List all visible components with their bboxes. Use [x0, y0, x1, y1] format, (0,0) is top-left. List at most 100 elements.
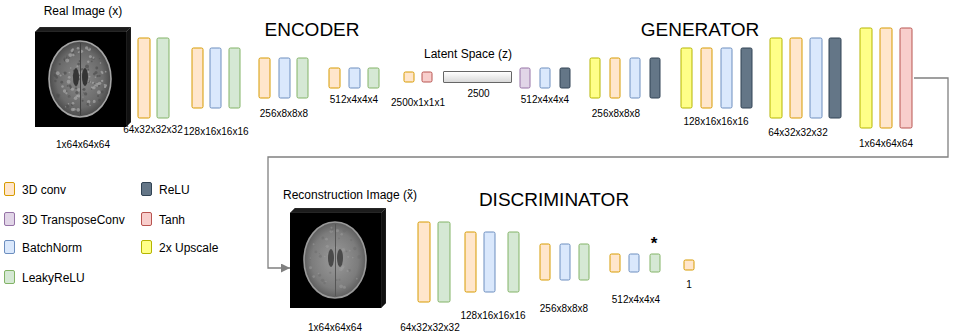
layer-block	[192, 48, 203, 108]
layer-block	[829, 38, 841, 118]
brain-texture	[87, 103, 90, 106]
dimension-label: 1	[686, 279, 692, 290]
legend-text-slot: LeakyReLU	[22, 270, 85, 285]
layer-block	[422, 72, 432, 82]
layer-block	[297, 58, 308, 98]
brain-texture	[349, 250, 351, 252]
layer-block	[465, 232, 476, 292]
brain-texture	[95, 67, 98, 70]
layer-block	[540, 68, 550, 88]
dimension-label: 2500x1x1x1	[391, 97, 445, 108]
dimension-label: 2500	[467, 88, 489, 99]
image-panel: Real Image (x)1x64x64x64	[35, 27, 131, 127]
brain-texture	[60, 74, 62, 76]
brain-texture	[341, 266, 344, 269]
brain-texture	[310, 258, 311, 259]
label-slot: 128x16x16x16	[460, 305, 525, 323]
image-caption: Reconstruction Image (x̃)	[283, 188, 417, 202]
layer-block	[259, 58, 270, 98]
label-slot: DISCRIMINATOR	[479, 189, 629, 211]
brain-texture	[68, 103, 70, 105]
brain-texture	[83, 92, 84, 93]
brain-texture	[319, 255, 322, 258]
layer-group: 1x64x64x64	[858, 26, 914, 130]
layer-block	[630, 58, 640, 98]
brain-texture	[343, 229, 346, 232]
layer-block	[210, 48, 221, 108]
image-panel: Reconstruction Image (x̃)1x64x64x64	[290, 208, 386, 308]
dimension-label: 64x32x32x32	[123, 124, 183, 135]
latent-vector: 2500	[443, 71, 512, 83]
cube-face	[35, 32, 126, 127]
brain-texture	[340, 233, 343, 236]
brain-texture	[82, 100, 83, 101]
brain-texture	[77, 94, 80, 97]
brain-texture	[61, 85, 64, 88]
brain-texture	[72, 54, 75, 57]
section-title: GENERATOR	[641, 19, 760, 40]
ventricle	[73, 68, 79, 86]
brain-texture	[57, 95, 60, 98]
layer-block	[484, 232, 495, 292]
layer-block	[138, 38, 150, 118]
brain-texture	[341, 248, 345, 252]
cube-face	[290, 213, 381, 308]
legend-text-slot: ReLU	[159, 182, 190, 197]
brain-texture	[71, 49, 74, 52]
cube-face	[126, 27, 131, 127]
brain-texture	[338, 238, 340, 240]
brain-texture	[325, 238, 328, 241]
dimension-label: 1x64x64x64	[56, 139, 110, 150]
brain-texture	[85, 64, 89, 68]
ventricle	[82, 68, 88, 86]
label-slot: 64x32x32x32	[400, 317, 460, 335]
label-slot: GENERATOR	[641, 19, 760, 41]
legend-text: 3D TransposeConv	[22, 213, 125, 227]
dimension-label: 128x16x16x16	[683, 116, 748, 127]
layer-block	[650, 254, 660, 272]
text-slot: Real Image (x)	[44, 1, 123, 19]
label-slot: 64x32x32x32	[768, 122, 828, 140]
legend-text-slot: 2x Upscale	[159, 240, 218, 255]
label-slot: 128x16x16x16	[683, 111, 748, 129]
brain-texture	[54, 71, 56, 73]
layer-block	[701, 48, 712, 108]
brain-texture	[65, 59, 69, 63]
brain-texture	[321, 237, 324, 240]
brain-texture	[63, 89, 67, 93]
brain-texture	[69, 84, 72, 87]
cube-face	[290, 208, 386, 213]
brain-texture	[63, 71, 66, 74]
brain-texture	[77, 63, 80, 66]
brain-texture	[81, 68, 83, 70]
legend-swatch	[4, 212, 15, 226]
brain-texture	[99, 58, 100, 59]
brain-texture	[94, 83, 95, 84]
legend-swatch	[4, 270, 15, 284]
layer-block	[229, 48, 240, 108]
text-slot: 1x64x64x64	[859, 133, 913, 151]
dimension-label: 256x8x8x8	[592, 108, 640, 119]
brain-texture	[59, 94, 60, 95]
dimension-label: 64x32x32x32	[768, 127, 828, 138]
brain-texture	[336, 279, 338, 281]
brain-texture	[87, 68, 89, 70]
legend-swatch	[141, 182, 152, 196]
brain-texture	[314, 250, 317, 253]
brain-texture	[312, 275, 315, 278]
cube-face	[381, 208, 386, 308]
legend-text: BatchNorm	[22, 241, 82, 255]
brain-outline	[49, 41, 111, 117]
brain-texture	[98, 99, 101, 102]
brain-texture	[101, 80, 103, 82]
brain-texture	[77, 47, 80, 50]
dimension-label: 64x32x32x32	[400, 322, 460, 333]
brain-texture	[321, 279, 324, 282]
brain-texture	[67, 85, 69, 87]
dimension-label: 512x4x4x4	[612, 294, 660, 305]
brain-texture	[92, 82, 94, 84]
layer-block	[900, 28, 912, 128]
layer-block	[560, 68, 570, 88]
brain-texture	[329, 272, 331, 274]
layer-block	[770, 38, 782, 118]
